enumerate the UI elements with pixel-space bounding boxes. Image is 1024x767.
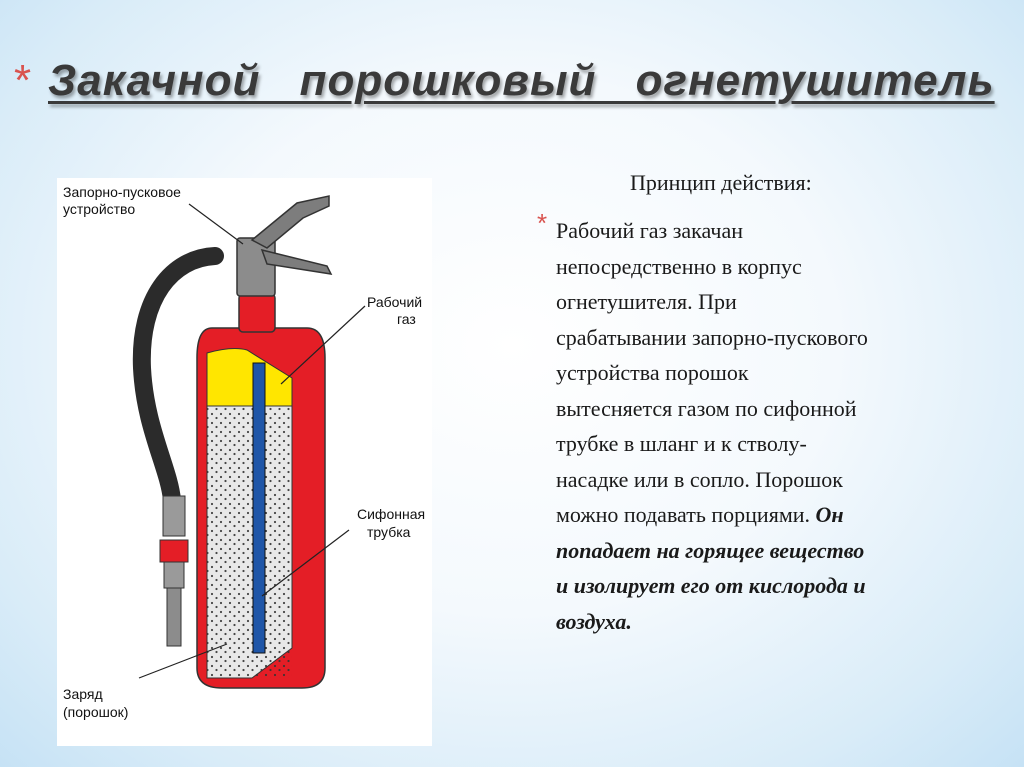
paragraph-line: вытесняется газом по сифонной bbox=[556, 395, 857, 421]
siphon-tube bbox=[252, 362, 266, 654]
paragraph-line: непосредственно в корпус bbox=[556, 253, 802, 279]
callout-gas bbox=[280, 305, 366, 385]
label-siphon-line1: Сифонная bbox=[357, 506, 426, 522]
nozzle-ring bbox=[159, 539, 189, 563]
hose bbox=[132, 247, 224, 509]
callout-siphon bbox=[261, 529, 350, 597]
title-bullet: * bbox=[14, 56, 32, 105]
paragraph-mixed-line: можно подавать порциями. Он bbox=[556, 497, 996, 533]
principle-heading: Принцип действия: bbox=[630, 170, 812, 195]
label-valve-line1: Запорно-пусковое bbox=[63, 184, 181, 200]
paragraph-emphasis-line: и изолирует его от кислорода и bbox=[556, 573, 866, 598]
nozzle-tube bbox=[163, 561, 185, 589]
paragraph-line: трубке в шланг и к стволу- bbox=[556, 431, 807, 456]
paragraph-emphasis-fragment: Он bbox=[815, 502, 844, 527]
title-row: * Закачной порошковый огнетушитель bbox=[14, 50, 1014, 120]
principle-paragraph: Рабочий газ закачан непосредственно в ко… bbox=[556, 213, 996, 639]
working-gas bbox=[206, 348, 293, 407]
trigger-lever bbox=[250, 195, 330, 249]
label-gas-line2: газ bbox=[397, 311, 416, 327]
slide-title: Закачной порошковый огнетушитель bbox=[48, 56, 995, 105]
paragraph-emphasis-line: попадает на горящее вещество bbox=[556, 537, 865, 563]
cylinder-neck bbox=[238, 293, 276, 333]
callout-valve bbox=[188, 203, 244, 245]
label-charge-line2: (порошок) bbox=[63, 704, 129, 720]
label-gas-line1: Рабочий bbox=[367, 294, 423, 310]
label-siphon-line2: трубка bbox=[367, 524, 411, 540]
label-valve-line2: устройство bbox=[63, 201, 136, 217]
paragraph-line: Рабочий газ закачан bbox=[556, 218, 744, 243]
label-charge-line1: Заряд bbox=[63, 686, 103, 702]
paragraph-normal-fragment: можно подавать порциями. bbox=[556, 502, 811, 527]
paragraph-emphasis-line: воздуха. bbox=[556, 608, 632, 634]
paragraph-line: насадке или в сопло. Порошок bbox=[556, 466, 843, 492]
paragraph-line: огнетушителя. При bbox=[556, 289, 737, 314]
paragraph-line: устройства порошок bbox=[556, 360, 749, 385]
extinguisher-diagram: Запорно-пусковое устройство Рабочий газ … bbox=[57, 178, 432, 746]
handle-lever bbox=[260, 248, 333, 275]
extinguisher-illustration bbox=[132, 195, 366, 689]
powder-dots bbox=[207, 406, 292, 678]
nozzle-tip bbox=[166, 587, 182, 647]
callout-charge bbox=[138, 643, 228, 679]
paragraph-line: срабатывании запорно-пускового bbox=[556, 324, 868, 350]
paragraph-bullet: * bbox=[537, 208, 548, 238]
hose-connector bbox=[162, 495, 186, 537]
